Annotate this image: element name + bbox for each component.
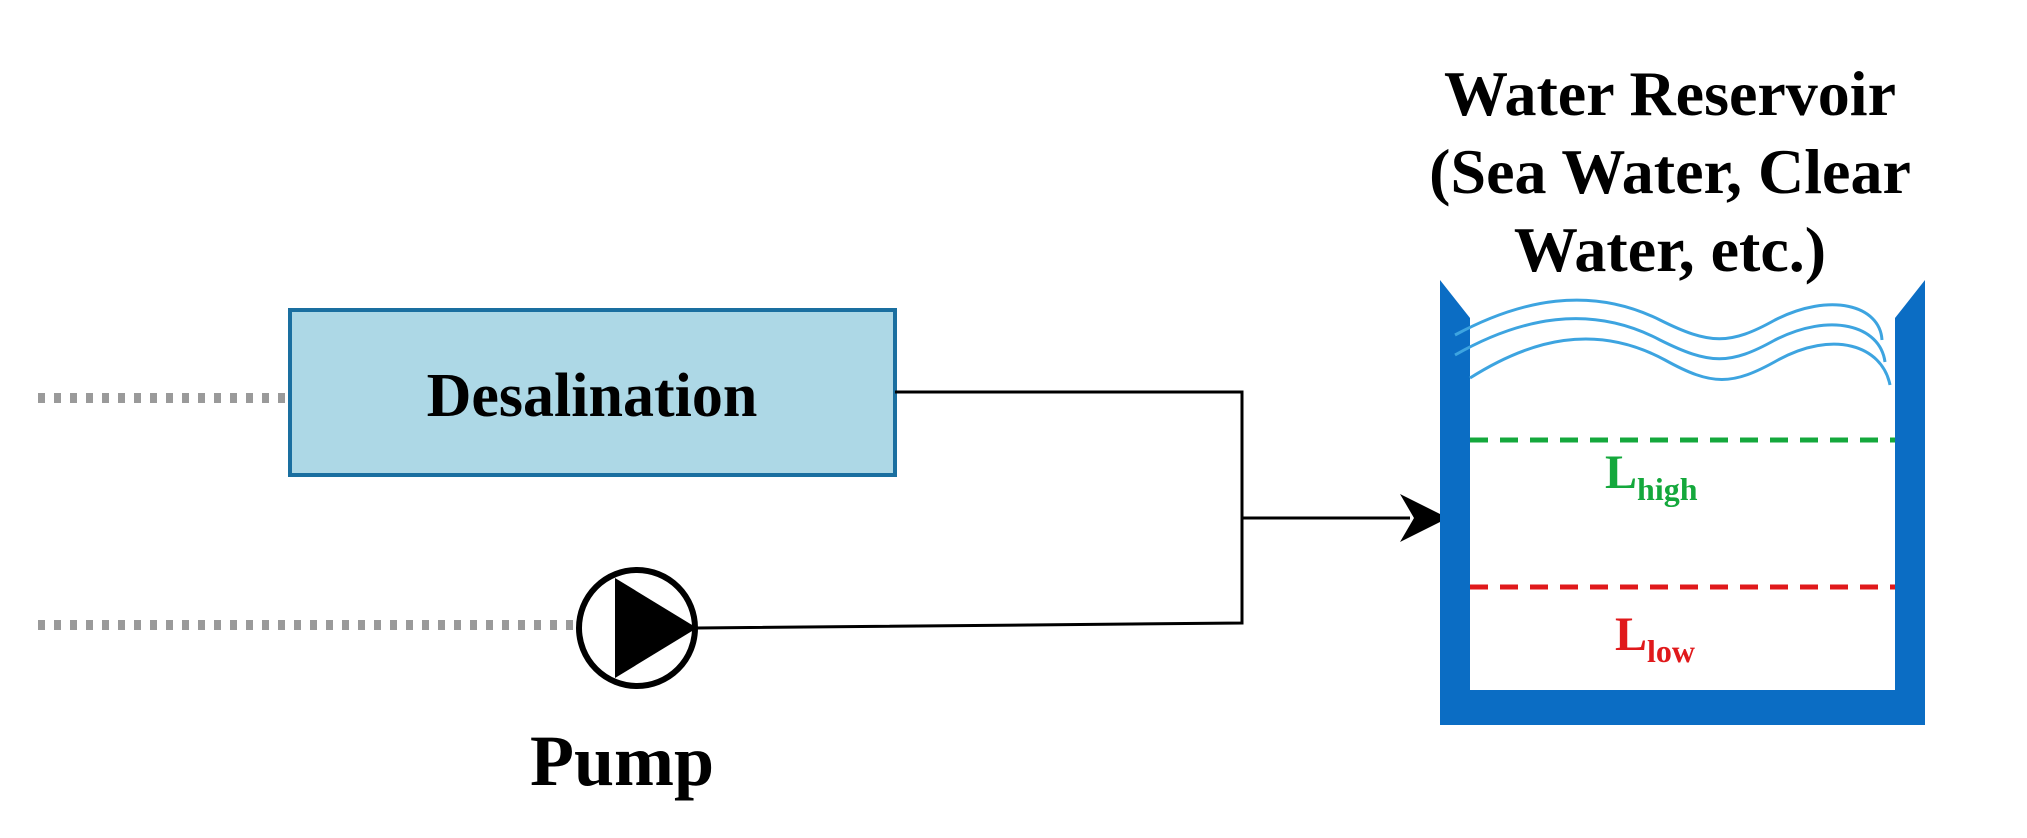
high-level-label-base: L: [1605, 446, 1637, 499]
low-level-label-base: L: [1615, 608, 1647, 661]
high-level-label-sub: high: [1637, 471, 1698, 507]
wave-line-3: [1469, 337, 1892, 386]
low-level-label: Llow: [1615, 608, 1695, 669]
reservoir-title-line3: Water, etc.): [1514, 214, 1826, 285]
pump-label: Pump: [530, 721, 714, 801]
pump-outlet-pipe: [696, 518, 1244, 630]
water-surface-waves: [1454, 298, 1892, 386]
low-level-label-sub: low: [1647, 633, 1695, 669]
wave-line-1: [1454, 298, 1884, 341]
reservoir-title-line2: (Sea Water, Clear: [1429, 136, 1911, 207]
pump-triangle-icon: [615, 578, 697, 678]
reservoir-title-line1: Water Reservoir: [1444, 58, 1896, 129]
pipe-network: [696, 390, 1410, 630]
desalination-unit: Desalination: [288, 308, 897, 477]
wave-line-2: [1454, 317, 1887, 363]
flow-arrow-icon: [1400, 494, 1448, 542]
pump: Pump: [530, 567, 714, 801]
desalination-label: Desalination: [427, 362, 758, 430]
desalination-outlet-pipe: [895, 390, 1244, 518]
high-level-label: Lhigh: [1605, 446, 1698, 507]
desalination-box: [288, 308, 897, 477]
reservoir-title: Water Reservoir (Sea Water, Clear Water,…: [1429, 58, 1911, 285]
